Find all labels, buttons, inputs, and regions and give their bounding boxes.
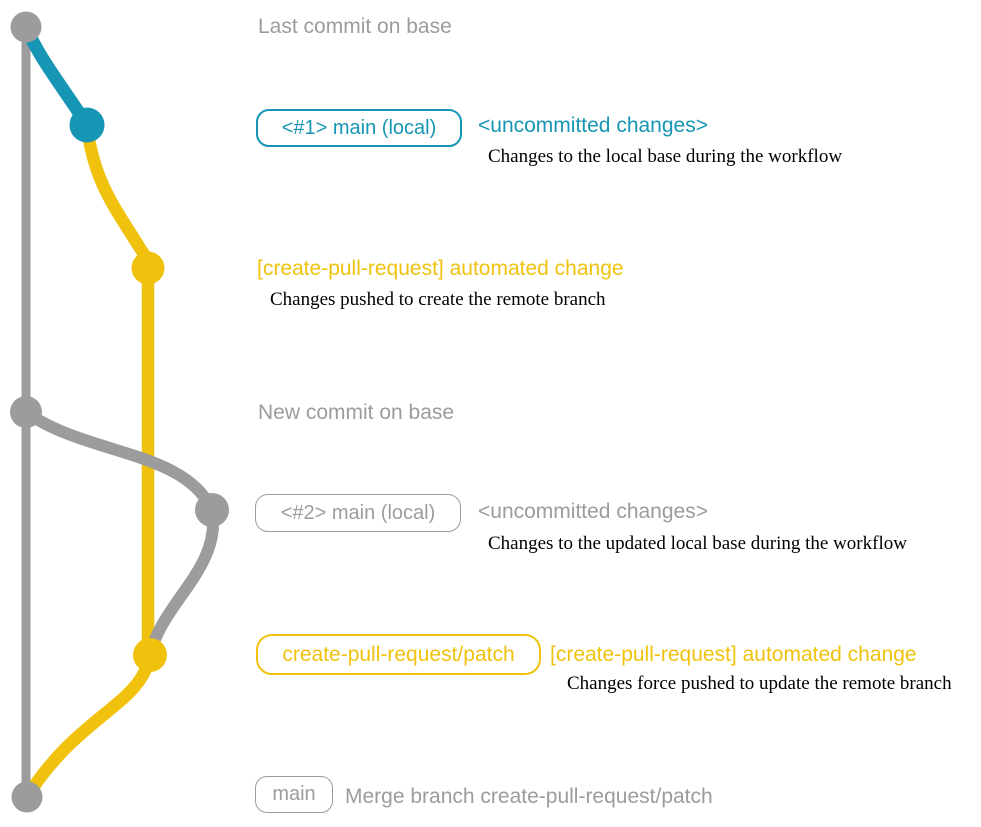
branch-tag-main: main bbox=[255, 776, 333, 813]
commit-node-patch-1 bbox=[131, 251, 165, 285]
rebase-line bbox=[144, 504, 220, 661]
uncommitted-changes-caption-2: Changes to the updated local base during… bbox=[488, 533, 907, 554]
commit-graph bbox=[10, 11, 229, 813]
commit-node-new-base bbox=[10, 396, 42, 428]
branch-tag-main-text: main bbox=[272, 783, 316, 805]
branch-tag-main-local-1-text: <#1> main (local) bbox=[281, 116, 437, 139]
automated-change-heading-1: [create-pull-request] automated change bbox=[257, 257, 624, 280]
branch-tag-patch: create-pull-request/patch bbox=[256, 634, 541, 675]
uncommitted-changes-label-2: <uncommitted changes> bbox=[478, 500, 708, 523]
last-commit-on-base-label: Last commit on base bbox=[258, 15, 452, 38]
updated-local-branch-line bbox=[20, 406, 218, 516]
uncommitted-changes-label-1: <uncommitted changes> bbox=[478, 114, 708, 137]
merge-commit-message: Merge branch create-pull-request/patch bbox=[345, 785, 713, 808]
automated-change-caption-2: Changes force pushed to update the remot… bbox=[567, 673, 952, 694]
commit-node-last-base bbox=[10, 11, 42, 43]
patch-merge-line bbox=[20, 648, 157, 804]
automated-change-caption-1: Changes pushed to create the remote bran… bbox=[270, 289, 606, 310]
branch-tag-main-local-2: <#2> main (local) bbox=[255, 494, 461, 532]
automated-change-heading-2: [create-pull-request] automated change bbox=[550, 643, 917, 666]
commit-node-local-2 bbox=[195, 493, 229, 527]
branch-tag-main-local-2-text: <#2> main (local) bbox=[280, 501, 436, 524]
patch-branch-line bbox=[80, 118, 155, 662]
branch-tag-main-local-1: <#1> main (local) bbox=[256, 109, 462, 147]
uncommitted-changes-caption-1: Changes to the local base during the wor… bbox=[488, 146, 843, 167]
commit-node-local-1 bbox=[69, 107, 105, 143]
commit-node-merge bbox=[11, 781, 43, 813]
branch-tag-patch-text: create-pull-request/patch bbox=[282, 642, 515, 666]
commit-node-patch-2 bbox=[133, 638, 167, 672]
new-commit-on-base-label: New commit on base bbox=[258, 401, 455, 424]
